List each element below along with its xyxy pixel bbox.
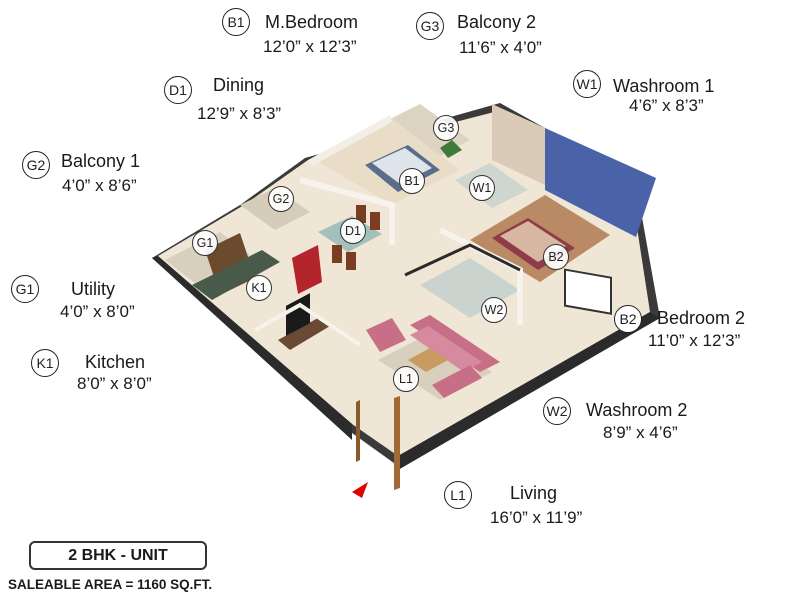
tv-unit [278,318,330,350]
marker-k1: K1 [246,275,272,301]
legend-l1-name: Living [510,483,558,503]
legend-d1-dim: 12’9” x 8’3” [197,104,282,123]
bedroom2-window [564,268,612,315]
tv [286,293,310,336]
saleable-area-label: SALEABLE AREA = 1160 SQ.FT. [8,577,213,592]
legend-w2-dim: 8’9” x 4’6” [603,423,678,442]
legend-l1-badge: L1 [444,481,472,509]
legend-k1-dim: 8’0” x 8’0” [77,374,152,393]
dining-chair-4 [346,252,356,270]
marker-w1: W1 [469,175,495,201]
entry-door [356,400,360,462]
legend-k1-name: Kitchen [85,352,146,372]
legend-g3-badge: G3 [416,12,444,40]
dining-chair-3 [332,245,342,263]
bedroom2-blue-wall [545,128,656,237]
legend-k1-badge: K1 [31,349,59,377]
dining-chair-2 [370,212,380,230]
legend-g3-name: Balcony 2 [457,12,537,32]
legend-g1-badge: G1 [11,275,39,303]
legend-g3-dim: 11’6” x 4’0” [459,38,542,57]
interior-wall-1 [299,177,395,245]
legend-g2-name: Balcony 1 [61,151,141,171]
marker-g3: G3 [433,115,459,141]
kitchen-counter [192,250,280,300]
unit-type-label: 2 BHK - UNIT [29,541,207,570]
legend-w1-dim: 4’6” x 8’3” [629,96,704,115]
front-wall-left [152,256,352,440]
legend-w1-badge: W1 [573,70,601,98]
marker-g1: G1 [192,230,218,256]
legend-g2-badge: G2 [22,151,50,179]
living-armchair [366,318,406,352]
washroom1-tile-wall [492,104,545,185]
legend-b2-dim: 11’0” x 12’3” [648,331,741,350]
legend-w2-name: Washroom 2 [586,400,688,420]
front-wall-right [398,312,660,470]
entry-door-panel [394,396,400,490]
legend-b2-badge: B2 [614,305,642,333]
legend-b1-dim: 12’0” x 12’3” [263,37,357,56]
interior-wall-4 [404,243,521,277]
marker-g2: G2 [268,186,294,212]
legend-g1-dim: 4’0” x 8’0” [60,302,135,321]
legend-b1-badge: B1 [222,8,250,36]
legend-l1-dim: 16’0” x 11’9” [490,508,583,527]
legend-g1-name: Utility [71,279,115,299]
marker-w2: W2 [481,297,507,323]
legend-d1-name: Dining [213,75,265,95]
marker-l1: L1 [393,366,419,392]
legend-g2-dim: 4’0” x 8’6” [62,176,137,195]
interior-wall-3 [254,302,362,347]
balcony2-plant [440,140,462,158]
legend-d1-badge: D1 [164,76,192,104]
marker-b2: B2 [543,244,569,270]
legend-w1-name: Washroom 1 [613,76,715,96]
kitchen-fridge [292,245,322,294]
marker-b1: B1 [399,168,425,194]
coffee-table [408,348,448,372]
master-bedroom-wall [308,115,392,166]
legend-b1-name: M.Bedroom [265,12,359,32]
marker-d1: D1 [340,218,366,244]
living-sofa-seat [410,326,482,372]
living-sofa-2 [432,365,482,398]
dining-chair-1 [356,205,366,223]
legend-w2-badge: W2 [543,397,571,425]
entry-arrow-icon [352,482,368,498]
legend-b2-name: Bedroom 2 [657,308,746,328]
